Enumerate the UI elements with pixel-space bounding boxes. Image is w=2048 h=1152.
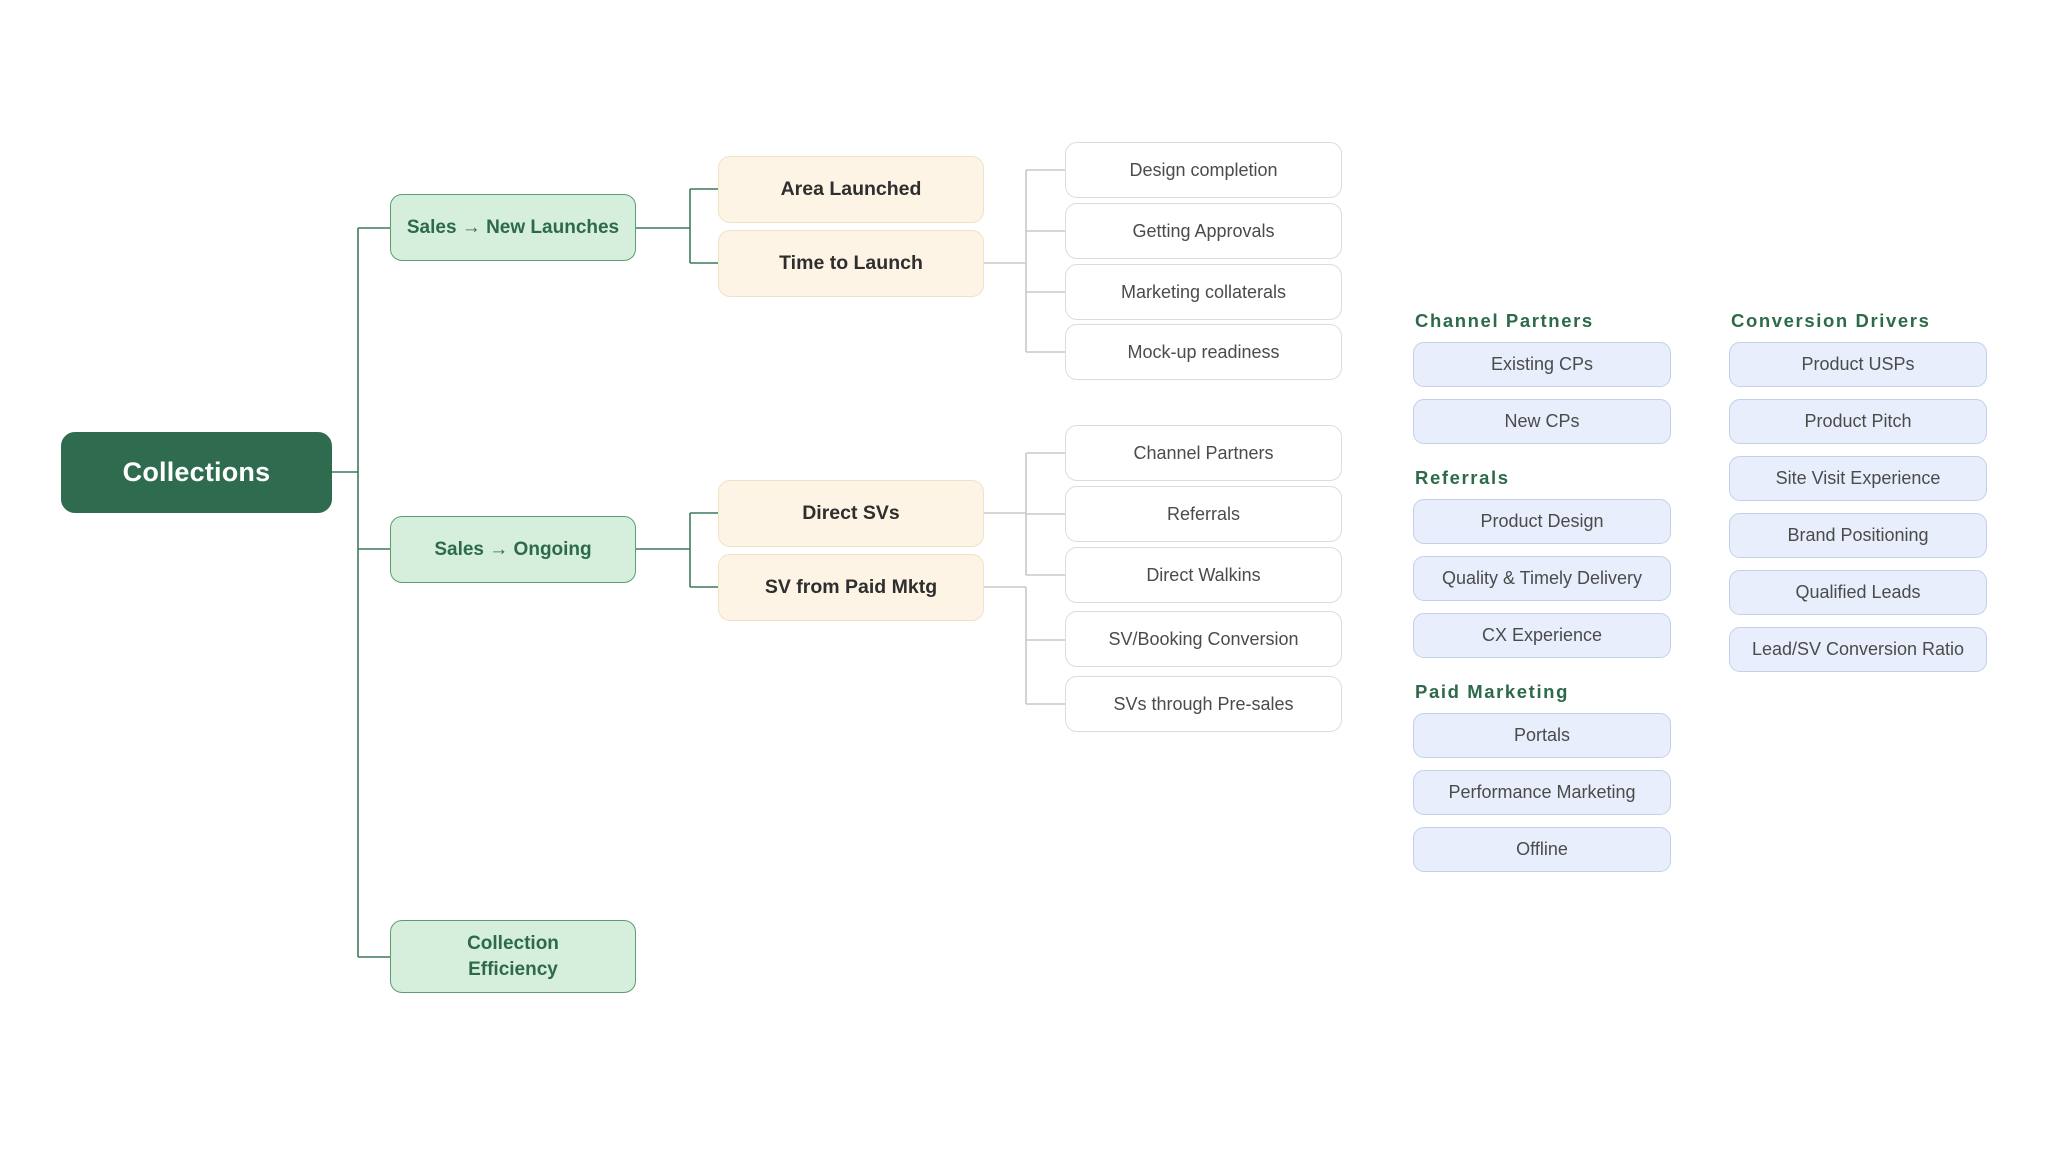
leaf-node-direct-walkins[interactable]: Direct Walkins	[1065, 547, 1342, 603]
legend-heading-channel-partners: Channel Partners	[1415, 310, 1594, 331]
legend-group-referrals: Referrals Product Design Quality & Timel…	[1413, 467, 1671, 658]
leaf-node-marketing-collaterals[interactable]: Marketing collaterals	[1065, 264, 1342, 320]
legend-chip-offline[interactable]: Offline	[1413, 827, 1671, 872]
leaf-node-label: SV/Booking Conversion	[1108, 628, 1299, 649]
leaf-node-label: Design completion	[1129, 159, 1278, 180]
legend-chip-site-visit-experience[interactable]: Site Visit Experience	[1729, 456, 1987, 501]
legend-heading-conversion-drivers: Conversion Drivers	[1731, 310, 1931, 331]
leaf-node-svs-through-pre-sales[interactable]: SVs through Pre-sales	[1065, 676, 1342, 732]
legend-chip-product-design[interactable]: Product Design	[1413, 499, 1671, 544]
leaf-node-mock-up-readiness[interactable]: Mock-up readiness	[1065, 324, 1342, 380]
leaf-node-label: SVs through Pre-sales	[1113, 693, 1294, 714]
legend-heading-referrals: Referrals	[1415, 467, 1510, 488]
legend-chip-performance-marketing[interactable]: Performance Marketing	[1413, 770, 1671, 815]
branch-node-label: Sales → New Launches	[406, 216, 620, 238]
root-node-label: Collections	[122, 457, 271, 487]
sub-node-label: SV from Paid Mktg	[764, 576, 938, 598]
branch-node-label-line2: Efficiency	[468, 958, 558, 980]
legend-chip-qualified-leads[interactable]: Qualified Leads	[1729, 570, 1987, 615]
branch-node-label: Sales → Ongoing	[434, 538, 592, 560]
branch-node-collection-efficiency[interactable]: Collection Efficiency	[390, 920, 636, 993]
leaf-node-label: Mock-up readiness	[1127, 341, 1280, 362]
sub-node-label: Area Launched	[780, 178, 922, 200]
leaf-node-getting-approvals[interactable]: Getting Approvals	[1065, 203, 1342, 259]
sub-node-sv-from-paid-mktg[interactable]: SV from Paid Mktg	[718, 554, 984, 621]
sub-node-label: Time to Launch	[779, 252, 923, 274]
legend-chip-new-cps[interactable]: New CPs	[1413, 399, 1671, 444]
leaf-node-sv-booking-conversion[interactable]: SV/Booking Conversion	[1065, 611, 1342, 667]
root-node-collections[interactable]: Collections	[61, 432, 332, 513]
legend-chip-quality-timely-delivery[interactable]: Quality & Timely Delivery	[1413, 556, 1671, 601]
legend-chip-brand-positioning[interactable]: Brand Positioning	[1729, 513, 1987, 558]
legend-group-paid-marketing: Paid Marketing Portals Performance Marke…	[1413, 681, 1671, 872]
leaf-node-channel-partners[interactable]: Channel Partners	[1065, 425, 1342, 481]
branch-node-sales-new-launches[interactable]: Sales → New Launches	[390, 194, 636, 261]
leaf-node-design-completion[interactable]: Design completion	[1065, 142, 1342, 198]
legend-chip-lead-sv-conversion-ratio[interactable]: Lead/SV Conversion Ratio	[1729, 627, 1987, 672]
leaf-node-label: Channel Partners	[1133, 442, 1274, 463]
legend-chip-product-pitch[interactable]: Product Pitch	[1729, 399, 1987, 444]
sub-node-direct-svs[interactable]: Direct SVs	[718, 480, 984, 547]
legend-chip-existing-cps[interactable]: Existing CPs	[1413, 342, 1671, 387]
legend-column-left: Channel Partners Existing CPs New CPs Re…	[1413, 310, 1671, 895]
leaf-node-label: Referrals	[1166, 503, 1241, 524]
legend-chip-cx-experience[interactable]: CX Experience	[1413, 613, 1671, 658]
branch-node-sales-ongoing[interactable]: Sales → Ongoing	[390, 516, 636, 583]
legend-column-right: Conversion Drivers Product USPs Product …	[1729, 310, 1987, 695]
sub-node-time-to-launch[interactable]: Time to Launch	[718, 230, 984, 297]
leaf-node-referrals[interactable]: Referrals	[1065, 486, 1342, 542]
branch-node-label-line1: Collection	[467, 933, 559, 955]
sub-node-label: Direct SVs	[802, 502, 900, 524]
sub-node-area-launched[interactable]: Area Launched	[718, 156, 984, 223]
legend-chip-portals[interactable]: Portals	[1413, 713, 1671, 758]
legend-group-conversion-drivers: Conversion Drivers Product USPs Product …	[1729, 310, 1987, 672]
leaf-node-label: Direct Walkins	[1146, 564, 1261, 585]
leaf-node-label: Marketing collaterals	[1120, 281, 1287, 302]
legend-chip-product-usps[interactable]: Product USPs	[1729, 342, 1987, 387]
legend-group-channel-partners: Channel Partners Existing CPs New CPs	[1413, 310, 1671, 444]
legend-heading-paid-marketing: Paid Marketing	[1415, 681, 1569, 702]
leaf-node-label: Getting Approvals	[1132, 220, 1275, 241]
